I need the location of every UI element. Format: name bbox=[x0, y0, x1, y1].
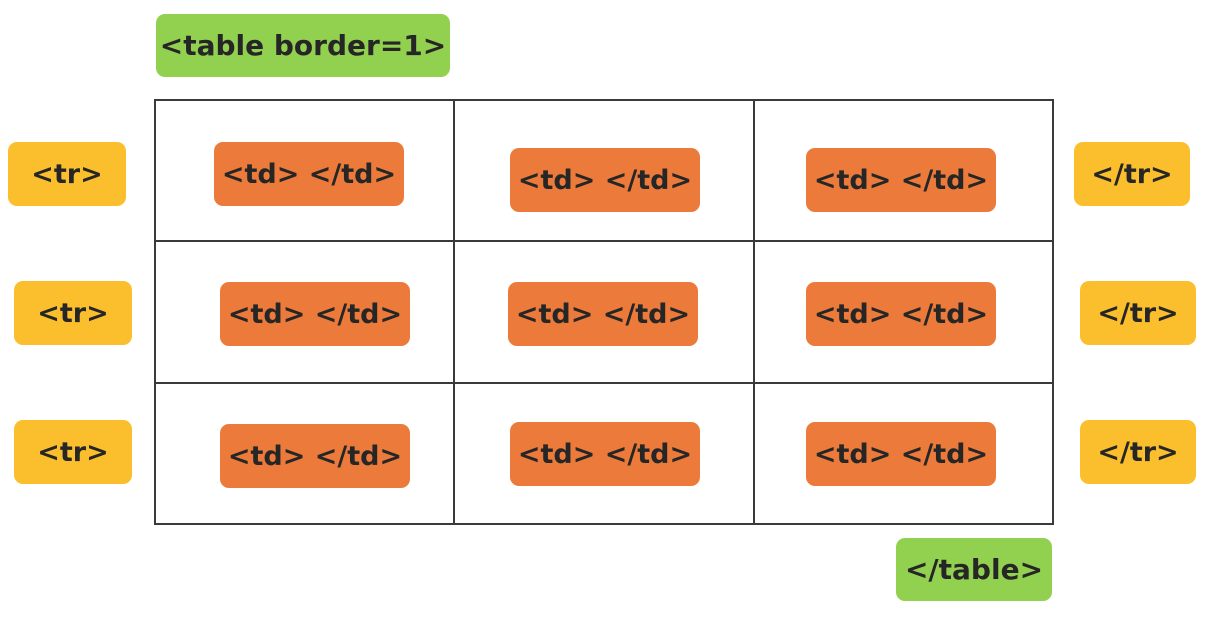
row-3-cell-2-tag: <td> </td> bbox=[510, 422, 700, 486]
table-open-tag: <table border=1> bbox=[156, 14, 450, 77]
row-3-close-tag: </tr> bbox=[1080, 420, 1196, 484]
row-1-cell-1-tag: <td> </td> bbox=[214, 142, 404, 206]
row-2-close-tag: </tr> bbox=[1080, 281, 1196, 345]
row-1-close-tag: </tr> bbox=[1074, 142, 1190, 206]
table-close-tag: </table> bbox=[896, 538, 1052, 601]
row-1-cell-3-tag: <td> </td> bbox=[806, 148, 996, 212]
grid-cell bbox=[453, 98, 755, 243]
row-2-open-tag: <tr> bbox=[14, 281, 132, 345]
row-3-open-tag: <tr> bbox=[14, 420, 132, 484]
row-2-cell-2-tag: <td> </td> bbox=[508, 282, 698, 346]
row-2-cell-1-tag: <td> </td> bbox=[220, 282, 410, 346]
row-3-cell-1-tag: <td> </td> bbox=[220, 424, 410, 488]
row-1-cell-2-tag: <td> </td> bbox=[510, 148, 700, 212]
row-3-cell-3-tag: <td> </td> bbox=[806, 422, 996, 486]
row-1-open-tag: <tr> bbox=[8, 142, 126, 206]
grid-row bbox=[153, 98, 1055, 243]
row-2-cell-3-tag: <td> </td> bbox=[806, 282, 996, 346]
